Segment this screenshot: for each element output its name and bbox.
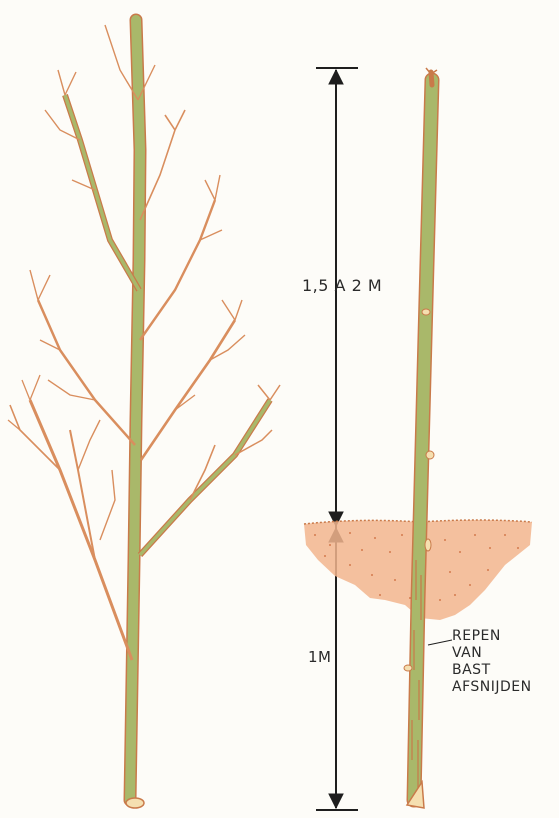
bud [404,665,412,671]
tree-branch [38,300,135,445]
bud [426,451,434,459]
dimension-arrows [316,68,358,810]
height-above-label: 1,5 A 2 M [302,278,382,294]
strip-bark-line: VAN [452,645,532,662]
tree-branch [141,320,235,460]
strip-bark-line: BAST [452,662,532,679]
strip-bark-line: REPEN [452,628,532,645]
bud [425,539,431,551]
strip-bark-label: REPEN VAN BAST AFSNIJDEN [452,628,532,696]
bud [422,309,430,315]
strip-bark-line: AFSNIJDEN [452,679,532,696]
arrowhead-up-top [329,70,343,84]
arrowhead-down-bottom [329,794,343,808]
tree-branch [30,400,132,660]
branched-tree [8,20,280,808]
depth-below-label: 1M [308,650,332,665]
label-pointer [428,640,452,645]
straight-cutting [404,68,452,808]
tree-branch [140,200,215,340]
tree-cut-end [126,798,144,808]
